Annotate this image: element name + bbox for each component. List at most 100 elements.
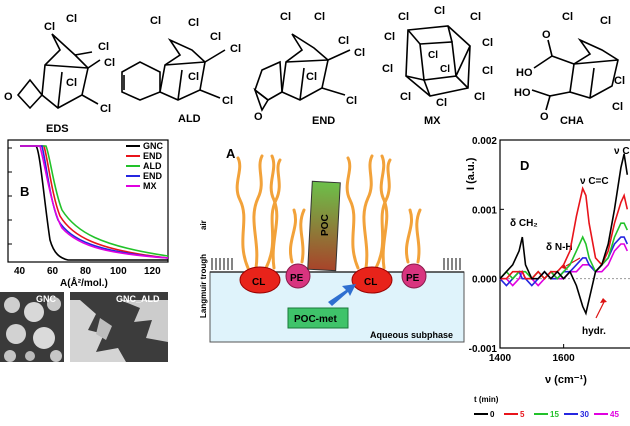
- panel-d-chart: D I (a.u.) ν (cm⁻¹) δ CH₂ δ N-H ν C=C hy…: [465, 136, 630, 419]
- trough-label: Langmuir trough: [199, 254, 208, 318]
- atom-label: Cl: [436, 97, 447, 109]
- legend-title: t (min): [474, 395, 499, 404]
- atom-label: Cl: [434, 5, 445, 17]
- atom-label: Cl: [384, 31, 395, 43]
- poc-met-box: [287, 307, 349, 329]
- atom-label: Cl: [314, 11, 325, 23]
- panel-b-frame: [7, 139, 169, 263]
- xtick: 40: [14, 266, 26, 277]
- structure-code: CHA: [560, 115, 584, 127]
- panel-b-yticks: [8, 147, 12, 245]
- panel-a: A: [199, 146, 465, 343]
- legend-label: 45: [610, 410, 619, 419]
- atom-label: O: [542, 29, 551, 41]
- panel-b-letter: B: [20, 184, 29, 199]
- lipid-head-pe: [285, 263, 311, 289]
- legend-label: 30: [580, 410, 589, 419]
- legend-label: 5: [520, 410, 525, 419]
- atom-label: Cl: [382, 63, 393, 75]
- atom-label: Cl: [440, 64, 450, 75]
- atom-label: Cl: [482, 37, 493, 49]
- ytick-label: 0.002: [472, 136, 497, 147]
- atom-label: Cl: [354, 47, 365, 59]
- structure-code: EDS: [46, 123, 69, 135]
- lipid-label: PE: [290, 273, 304, 284]
- atom-label: Cl: [398, 11, 409, 23]
- lipid-label: PE: [406, 273, 420, 284]
- atom-label: Cl: [100, 103, 111, 115]
- atom-label: Cl: [346, 95, 357, 107]
- isotherm-mx: [20, 145, 169, 259]
- atom-label: Cl: [210, 31, 221, 43]
- lipid-head-cl: [351, 266, 393, 294]
- structure-end: Cl Cl Cl Cl Cl Cl O END: [253, 11, 365, 127]
- atom-label: Cl: [614, 75, 625, 87]
- legend-label: 15: [550, 410, 559, 419]
- legend-gnc: GNC: [143, 141, 164, 151]
- atom-label: O: [540, 111, 549, 123]
- air-label: air: [199, 220, 208, 230]
- micrograph-tag: GNC_ALD: [116, 294, 160, 304]
- atom-label: Cl: [222, 95, 233, 107]
- atom-label: Cl: [66, 13, 77, 25]
- annotation-hydr: hydr.: [582, 326, 606, 337]
- panel-d-frame: [499, 139, 630, 349]
- legend-end: END: [143, 151, 163, 161]
- ytick-label: 0.000: [472, 275, 497, 286]
- ytick-label: 0.001: [472, 205, 497, 216]
- micrograph-gnc: GNC: [0, 292, 64, 362]
- atom-label: Cl: [44, 21, 55, 33]
- atom-label: Cl: [562, 11, 573, 23]
- lipid-label: CL: [364, 277, 377, 288]
- isotherm-ald: [20, 145, 169, 257]
- poc-block: [307, 180, 341, 272]
- panel-b-legend: GNC END ALD END MX: [126, 141, 164, 191]
- atom-label: Cl: [338, 35, 349, 47]
- atom-label: Cl: [400, 91, 411, 103]
- atom-label: Cl: [66, 77, 77, 89]
- arrow-icon: [328, 284, 356, 306]
- xtick: 120: [144, 266, 161, 277]
- lipid-head-cl: [239, 266, 281, 294]
- isotherm-gnc: [20, 145, 168, 261]
- lipid-label: CL: [252, 277, 265, 288]
- atom-label: Cl: [482, 65, 493, 77]
- panel-d-letter: D: [520, 158, 529, 173]
- panel-d-ylabel: I (a.u.): [465, 157, 477, 190]
- poc-met-label: POC-met: [294, 314, 337, 325]
- atom-label: Cl: [428, 50, 438, 61]
- panel-b-xlabel: A(Å²/mol.): [60, 276, 108, 289]
- atom-label: Cl: [280, 11, 291, 23]
- series-line-t0: [499, 153, 629, 316]
- annotation-vc: ν C: [614, 146, 630, 157]
- annotation-dch2: δ CH₂: [510, 218, 538, 229]
- atom-label: Cl: [104, 57, 115, 69]
- atom-label: Cl: [474, 91, 485, 103]
- xtick: 80: [80, 266, 92, 277]
- atom-label: O: [4, 91, 13, 103]
- structure-cha: Cl Cl Cl Cl HO HO O O CHA: [514, 11, 625, 127]
- ytick-label: -0.001: [469, 344, 498, 355]
- atom-label: Cl: [612, 101, 623, 113]
- atom-label: Cl: [600, 15, 611, 27]
- atom-label: HO: [514, 87, 531, 99]
- structure-mx: Cl Cl Cl Cl Cl Cl Cl Cl Cl Cl Cl Cl MX: [382, 5, 493, 127]
- atom-label: O: [254, 111, 263, 123]
- xtick-label: 1600: [553, 353, 576, 364]
- atom-label: HO: [516, 67, 533, 79]
- atom-label: Cl: [98, 41, 109, 53]
- micrograph-tag: GNC: [36, 294, 57, 304]
- structure-code: ALD: [178, 113, 201, 125]
- legend-mx: MX: [143, 181, 157, 191]
- atom-label: Cl: [188, 17, 199, 29]
- xtick: 60: [47, 266, 59, 277]
- legend-ald: ALD: [143, 161, 162, 171]
- panel-a-letter: A: [226, 146, 236, 161]
- isotherm-end-1: [20, 145, 169, 259]
- poc-label: POC: [320, 214, 331, 236]
- micrograph-gnc-ald: GNC_ALD: [70, 292, 168, 362]
- lipid-head-pe: [401, 263, 427, 289]
- lipid-tails: [235, 154, 422, 270]
- atom-label: Cl: [306, 71, 317, 83]
